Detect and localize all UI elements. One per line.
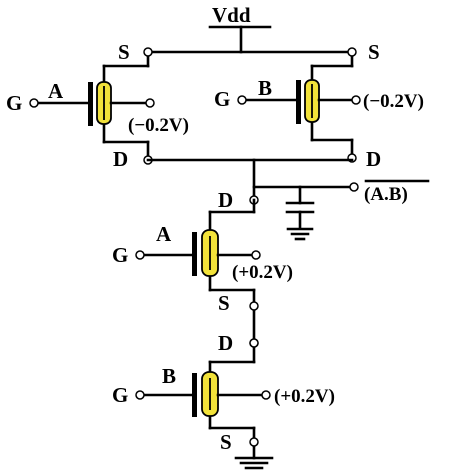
pmos-b-drain-label: D [366,147,381,171]
pmos-a-gate-terminal [29,98,39,108]
pmos-a-bias-label: (−0.2V) [128,115,189,136]
nmos-b-source-label: S [220,430,232,454]
pmos-b [244,50,354,160]
nmos-b-gate-terminal [135,390,145,400]
nmos-a-input-label: A [156,222,172,246]
nmos-a-bias-terminal [251,250,261,260]
supply-rail [146,25,354,54]
output-terminal [349,182,359,192]
nmos-b-gate-label: G [112,383,128,407]
pmos-b-source-label: S [368,40,380,64]
output-net [146,158,354,241]
nmos-b-input-label: B [162,364,176,388]
pmos-b-gate-label: G [214,87,230,111]
nmos-b-bias-terminal [261,390,271,400]
nmos-a-bias-label: (+0.2V) [232,262,293,283]
pmos-a-input-label: A [48,79,64,103]
pmos-a-gate-label: G [6,91,22,115]
nmos-a-source-node [249,301,259,311]
nmos-b-source-node [249,437,259,447]
pmos-a-source-node [143,47,153,57]
pmos-a-bias-terminal [145,98,155,108]
nmos-b-drain-label: D [218,331,233,355]
output-label: (A.B) [364,184,408,205]
pmos-b-bias-terminal [351,95,361,105]
pmos-a-drain-label: D [113,147,128,171]
nmos-b-bias-label: (+0.2V) [274,386,335,407]
vdd-label: Vdd [212,3,251,27]
nmos-a-gate-terminal [135,250,145,260]
nmos-a-drain-label: D [218,188,233,212]
pmos-b-source-node [347,47,357,57]
pmos-b-input-label: B [258,76,272,100]
nmos-a-source-label: S [218,291,230,315]
pmos-a [36,50,150,162]
pmos-a-source-label: S [118,40,130,64]
pmos-b-gate-terminal [237,95,247,105]
nmos-b-drain-node [249,338,259,348]
nmos-a-gate-label: G [112,243,128,267]
pmos-b-bias-label: (−0.2V) [363,91,424,112]
